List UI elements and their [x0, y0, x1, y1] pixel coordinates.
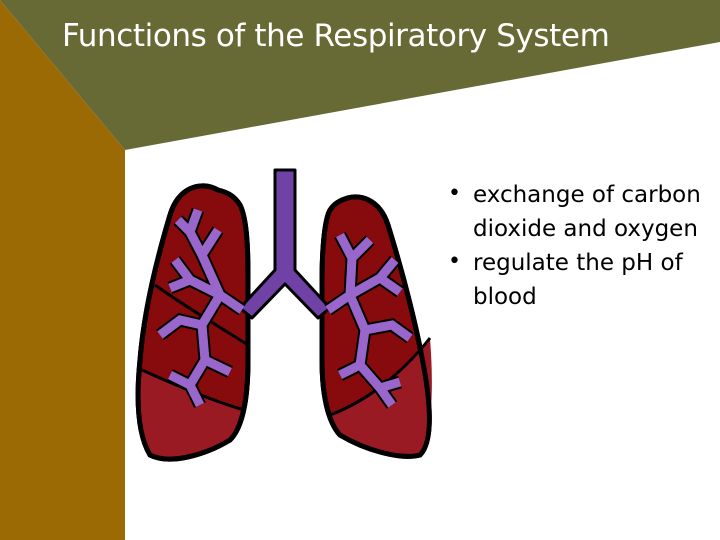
bullet-item: exchange of carbon dioxide and oxygen: [446, 177, 711, 246]
lungs-icon: [135, 168, 432, 462]
bullet-list: exchange of carbon dioxide and oxygen re…: [446, 177, 711, 314]
left-band: [0, 0, 125, 540]
slide-title: Functions of the Respiratory System: [62, 18, 610, 54]
trachea: [238, 168, 332, 320]
header-band: [0, 0, 720, 150]
bullet-item: regulate the pH of blood: [446, 245, 711, 314]
left-lung-lower-lobe: [140, 370, 244, 460]
